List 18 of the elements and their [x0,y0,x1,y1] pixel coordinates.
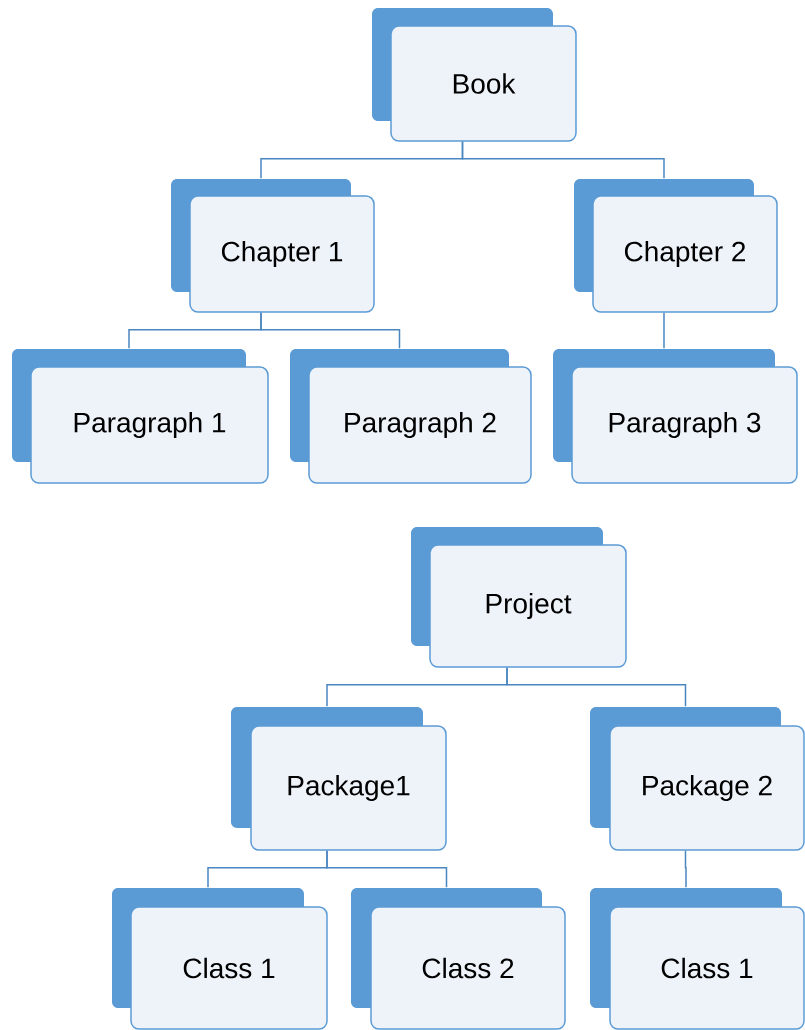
connector-line [260,312,401,349]
stacked-box: Class 1 [590,888,805,1030]
connector-line [684,850,687,888]
stacked-box: Book [372,8,577,142]
connector-line [326,850,448,888]
stacked-box: Project [411,527,627,668]
stacked-box: Paragraph 1 [12,349,269,484]
stacked-box: Paragraph 3 [553,349,798,484]
connector-line [461,141,665,179]
connector-line [506,667,687,707]
connector-line [663,312,665,349]
stacked-box: Class 2 [351,888,566,1030]
stacked-box: Paragraph 2 [290,349,532,484]
stacked-box: Package1 [231,707,447,851]
stacked-box: Chapter 1 [171,179,375,313]
stacked-box: Package 2 [590,707,805,851]
stacked-box: Chapter 2 [574,179,778,313]
stacked-box: Class 1 [112,888,328,1030]
